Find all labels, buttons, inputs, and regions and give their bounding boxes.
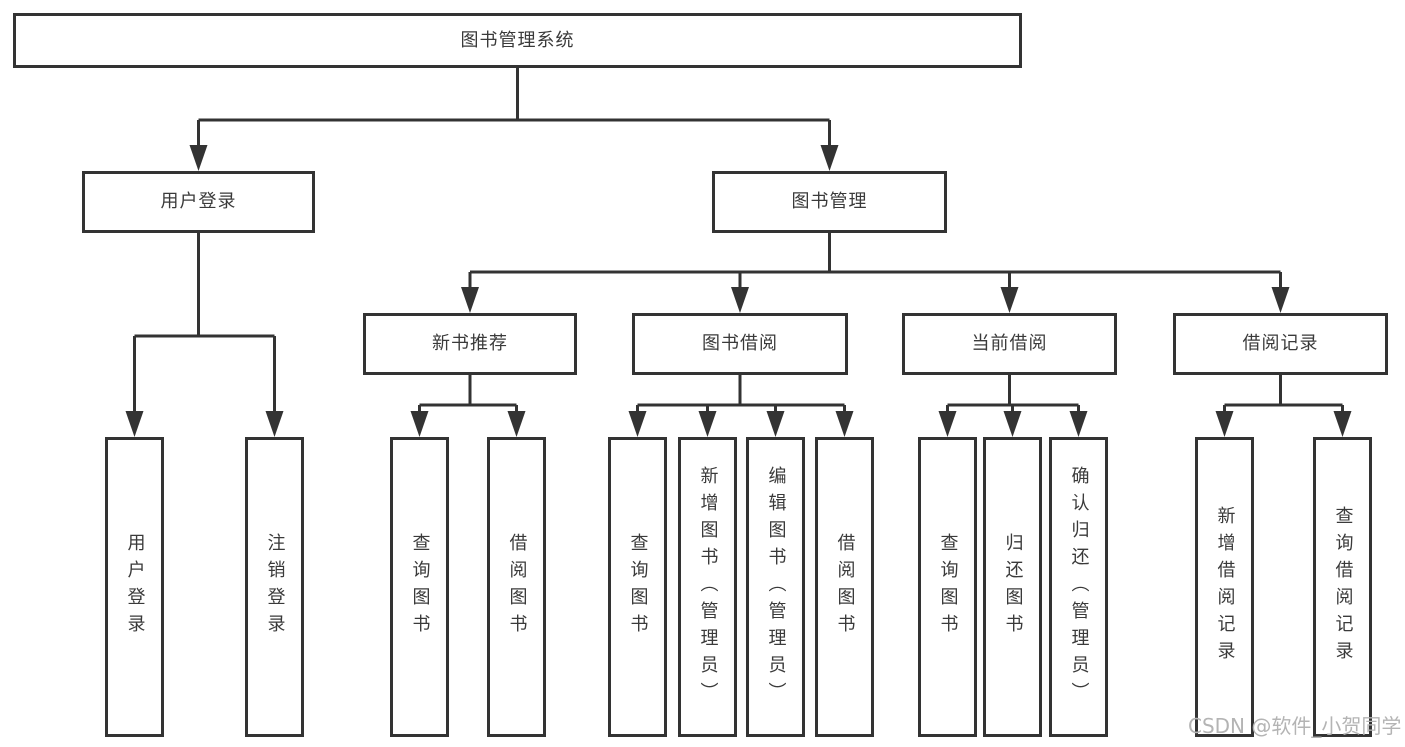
node-book-borrowing: 图书借阅	[632, 313, 848, 375]
leaf-user-login: 用户登录	[105, 437, 164, 737]
leaf-logout: 注销登录	[245, 437, 304, 737]
node-borrowing-records: 借阅记录	[1173, 313, 1388, 375]
leaf-add-borrow-record: 新增借阅记录	[1195, 437, 1254, 737]
leaf-query-books-borrowing: 查询图书	[608, 437, 667, 737]
node-label: 查询图书	[627, 533, 649, 641]
node-label: 新书推荐	[432, 333, 508, 354]
node-label: 图书借阅	[702, 333, 778, 354]
leaf-query-borrow-record: 查询借阅记录	[1313, 437, 1372, 737]
leaf-borrow-books-borrowing: 借阅图书	[815, 437, 874, 737]
node-label: 图书管理系统	[460, 29, 575, 51]
node-user-login: 用户登录	[82, 171, 315, 233]
node-label: 新增借阅记录	[1214, 506, 1236, 668]
node-label: 查询借阅记录	[1332, 506, 1354, 668]
node-label: 归还图书	[1002, 533, 1024, 641]
node-label: 借阅记录	[1242, 333, 1319, 354]
leaf-confirm-return-admin: 确认归还（管理员）	[1049, 437, 1108, 737]
leaf-return-books: 归还图书	[983, 437, 1042, 737]
node-label: 用户登录	[160, 191, 237, 212]
node-root-book-management-system: 图书管理系统	[13, 13, 1022, 68]
node-label: 借阅图书	[834, 533, 856, 641]
node-label: 用户登录	[124, 533, 146, 641]
node-label: 新增图书（管理员）	[697, 465, 719, 709]
node-book-management: 图书管理	[712, 171, 947, 233]
arrowheads	[125, 145, 1352, 437]
node-label: 注销登录	[264, 533, 286, 641]
leaf-borrow-books-recommend: 借阅图书	[487, 437, 546, 737]
node-label: 当前借阅	[971, 333, 1048, 354]
node-label: 图书管理	[791, 191, 868, 212]
leaf-add-books-admin: 新增图书（管理员）	[678, 437, 737, 737]
leaf-query-books-recommend: 查询图书	[390, 437, 449, 737]
node-label: 编辑图书（管理员）	[765, 465, 787, 709]
watermark: CSDN @软件_小贺同学	[1188, 714, 1402, 738]
node-label: 查询图书	[937, 533, 959, 641]
leaf-query-books-current: 查询图书	[918, 437, 977, 737]
node-label: 查询图书	[409, 533, 431, 641]
leaf-edit-books-admin: 编辑图书（管理员）	[746, 437, 805, 737]
node-current-borrowing: 当前借阅	[902, 313, 1117, 375]
node-label: 借阅图书	[506, 533, 528, 641]
node-label: 确认归还（管理员）	[1068, 465, 1090, 709]
node-new-book-recommendation: 新书推荐	[363, 313, 577, 375]
